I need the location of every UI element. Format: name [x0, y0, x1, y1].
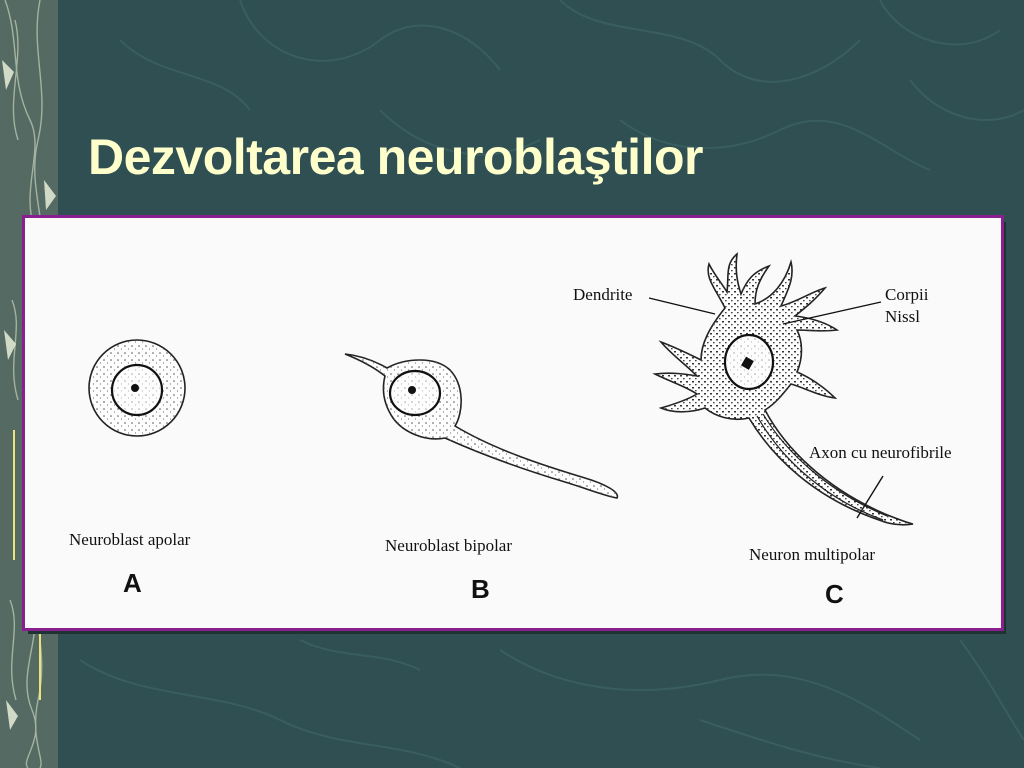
bipolar-neuroblast-cell: [344, 353, 619, 499]
caption-a: Neuroblast apolar: [69, 530, 191, 549]
annotation-nissl-line2: Nissl: [885, 307, 920, 326]
annotation-axon: Axon cu neurofibrile: [809, 443, 952, 462]
caption-b: Neuroblast bipolar: [385, 536, 512, 555]
diagram-frame: Neuroblast apolar A Neuroblast bipolar B: [22, 215, 1004, 631]
caption-c: Neuron multipolar: [749, 545, 875, 564]
neuroblast-diagram: Neuroblast apolar A Neuroblast bipolar B: [69, 252, 952, 609]
panel-letter-a: A: [123, 568, 142, 598]
pointer-lines: [648, 297, 884, 519]
annotation-nissl-line1: Corpii: [885, 285, 929, 304]
slide-title: Dezvoltarea neuroblaştilor: [88, 129, 703, 185]
multipolar-neuron-cell: [652, 252, 914, 526]
annotation-dendrite: Dendrite: [573, 285, 632, 304]
apolar-neuroblast-cell: [88, 339, 186, 437]
panel-letter-b: B: [471, 574, 490, 604]
panel-letter-c: C: [825, 579, 844, 609]
